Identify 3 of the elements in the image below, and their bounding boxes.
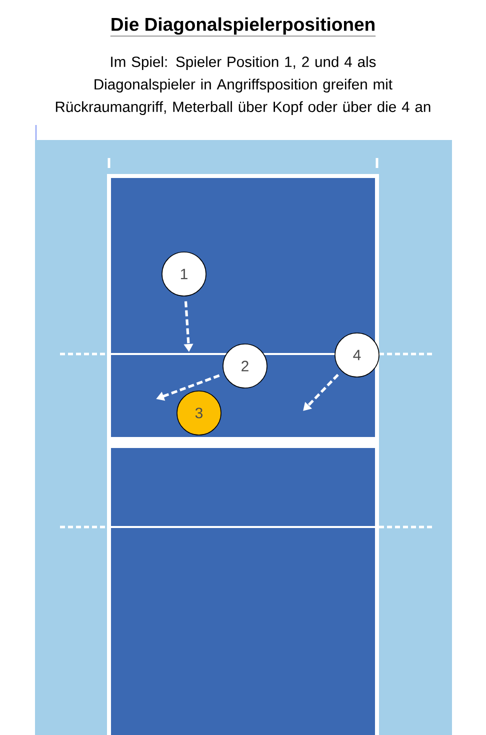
arrow [303,374,339,411]
title: Die Diagonalspielerpositionen [110,17,376,36]
caption: Im Spiel: Spieler Position 1, 2 und 4 als Diagonalspieler in Angriffsposition greifen mit Rückraumangriff, Meterball über Kopf oder über die 4 an [56,56,430,115]
